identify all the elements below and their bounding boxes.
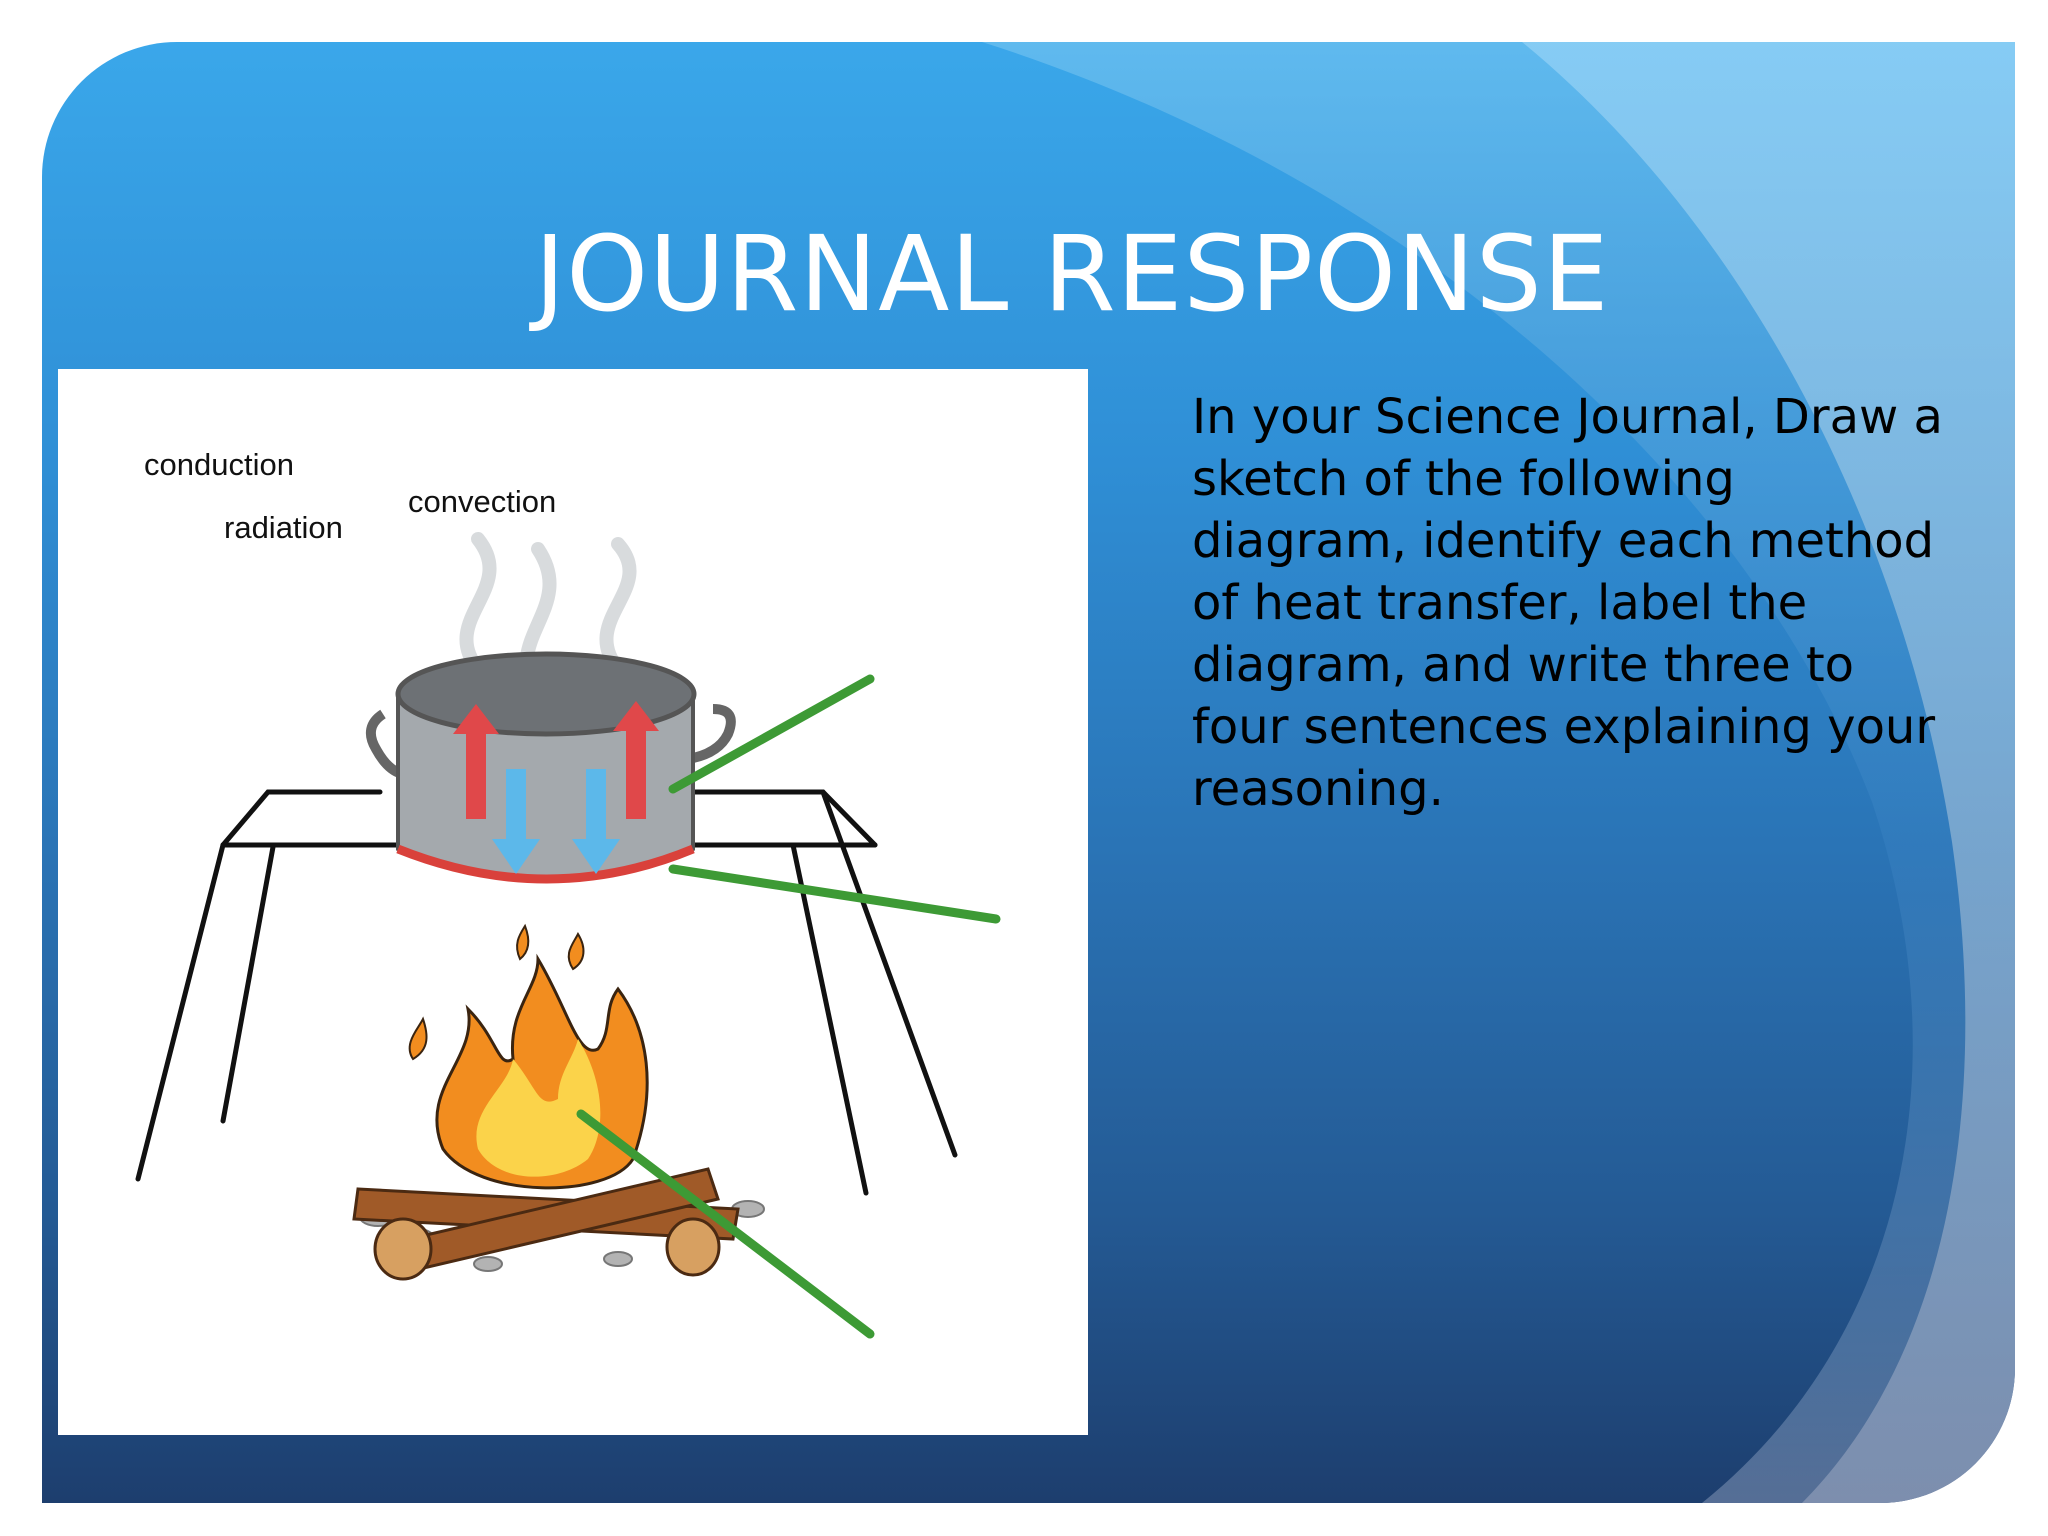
label-pointer-lines [576, 674, 1001, 1339]
heat-transfer-diagram: conduction radiation convection [58, 369, 1088, 1435]
pot [365, 651, 736, 884]
cold-sinking-arrows [492, 769, 620, 874]
slide: JOURNAL RESPONSE [42, 42, 2015, 1503]
label-radiation: radiation [224, 510, 343, 545]
label-convection: convection [408, 484, 557, 519]
hot-rising-arrows [453, 701, 659, 819]
journal-prompt: In your Science Journal, Draw a sketch o… [1192, 389, 1943, 817]
slide-title: JOURNAL RESPONSE [534, 213, 1610, 335]
campfire [352, 923, 765, 1281]
label-conduction: conduction [144, 447, 294, 482]
background-wave-decoration [982, 42, 2015, 1503]
